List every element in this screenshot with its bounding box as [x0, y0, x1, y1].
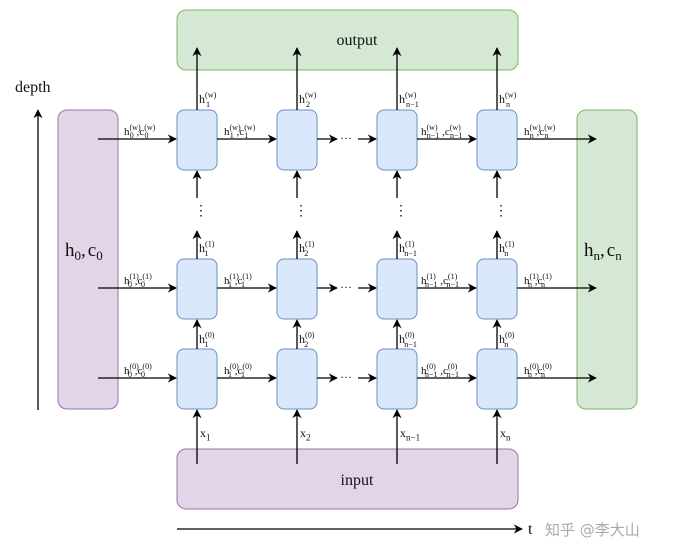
- lstm-cell-layer0-t4: [476, 348, 518, 410]
- output-label-h-t2: h(w)2: [299, 91, 317, 110]
- hidden-label-layer1-t2: h(1)2: [299, 240, 315, 259]
- state-label-layer0-1-2: h(0)1 ,c(0)1: [224, 362, 252, 379]
- input-label-x1: x1: [200, 426, 211, 443]
- lstm-cell-layer0-t3: [376, 348, 418, 410]
- vertical-ellipsis-t1: ⋮: [194, 204, 208, 219]
- state-label-layer1-n1-n: h(1)n−1 ,c(1)n−1: [421, 272, 459, 289]
- depth-axis: depth: [15, 79, 51, 410]
- hidden-label-layer0-t3: h(0)n−1: [399, 331, 417, 350]
- state-label-layer0-final: h(0)n ,c(0)n: [524, 362, 552, 379]
- input-box: input: [176, 448, 519, 510]
- output-label-h-t4: h(w)n: [499, 91, 517, 110]
- output-label-h-t3: h(w)n−1: [399, 91, 419, 110]
- input-label-x3: xn−1: [400, 426, 420, 443]
- ellipsis-layer0: ···: [340, 370, 352, 384]
- hidden-label-layer0-t2: h(0)2: [299, 331, 315, 350]
- lstm-cell-layer1-t1: [176, 258, 218, 320]
- hidden-label-layer0-t1: h(0)1: [199, 331, 215, 350]
- ellipsis-top: ···: [340, 131, 352, 145]
- input-label: input: [341, 472, 374, 489]
- initial-state-label: h0,c0: [65, 240, 103, 263]
- output-label: output: [337, 32, 378, 49]
- lstm-cell-layer0-t1: [176, 348, 218, 410]
- lstm-cell-layer1-t3: [376, 258, 418, 320]
- hidden-label-layer1-t4: h(1)n: [499, 240, 515, 259]
- state-label-top-1-2: h(w)1 ,c(w)1: [224, 123, 256, 140]
- time-axis-label: t: [528, 521, 533, 538]
- lstm-cell-top-t4: [476, 109, 518, 171]
- lstm-cell-top-t2: [276, 109, 318, 171]
- watermark: 知乎 @李大山: [545, 521, 640, 539]
- input-label-x2: x2: [300, 426, 311, 443]
- vertical-ellipsis-t4: ⋮: [494, 204, 508, 219]
- state-label-top-initial: h(w)0 ,c(w)0: [124, 123, 156, 140]
- time-axis: t: [177, 521, 533, 538]
- input-label-x4: xn: [500, 426, 511, 443]
- vertical-ellipsis-t3: ⋮: [394, 204, 408, 219]
- lstm-cell-layer0-t2: [276, 348, 318, 410]
- state-label-layer1-1-2: h(1)1 ,c(1)1: [224, 272, 252, 289]
- state-label-layer1-initial: h(1)0 ,c(1)0: [124, 272, 152, 289]
- hidden-label-layer1-t3: h(1)n−1: [399, 240, 417, 259]
- output-box: output: [176, 9, 519, 71]
- state-label-top-final: h(w)n ,c(w)n: [524, 123, 556, 140]
- state-label-layer1-final: h(1)n ,c(1)n: [524, 272, 552, 289]
- state-label-layer0-initial: h(0)0 ,c(0)0: [124, 362, 152, 379]
- depth-axis-label: depth: [15, 79, 51, 96]
- final-state-label: hn,cn: [584, 240, 622, 263]
- hidden-label-layer1-t1: h(1)1: [199, 240, 215, 259]
- state-label-layer0-n1-n: h(0)n−1 ,c(0)n−1: [421, 362, 459, 379]
- output-label-h-t1: h(w)1: [199, 91, 217, 110]
- state-label-top-n1-n: h(w)n−1 ,c(w)n−1: [421, 123, 463, 140]
- ellipsis-layer1: ···: [340, 280, 352, 294]
- lstm-cell-layer1-t2: [276, 258, 318, 320]
- final-state-box: hn,cn: [576, 109, 638, 410]
- initial-state-box: h0,c0: [57, 109, 119, 410]
- lstm-cell-top-t1: [176, 109, 218, 171]
- cells-and-connections: h(w)0 ,c(w)0 h(w)1 ,c(w)1 ··· h(w)n−1 ,c(w)…: [98, 47, 597, 464]
- lstm-cell-top-t3: [376, 109, 418, 171]
- vertical-ellipsis-t2: ⋮: [294, 204, 308, 219]
- lstm-cell-layer1-t4: [476, 258, 518, 320]
- hidden-label-layer0-t4: h(0)n: [499, 331, 515, 350]
